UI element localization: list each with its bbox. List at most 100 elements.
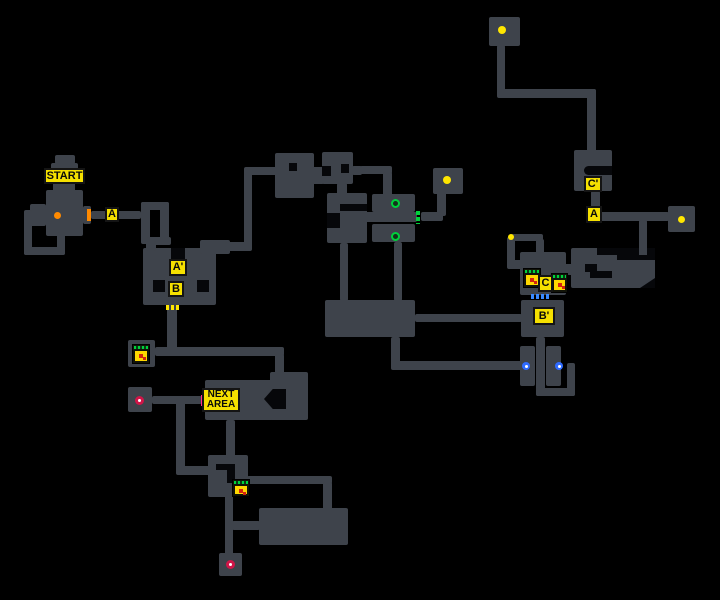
corridor-b-down bbox=[167, 305, 177, 353]
label-start: START bbox=[44, 168, 85, 184]
corridor-topmid-h bbox=[360, 166, 392, 174]
item-core bbox=[135, 351, 147, 361]
item-mark bbox=[562, 286, 565, 289]
corridor-bend-right bbox=[160, 202, 169, 244]
bigright-chamfer bbox=[640, 278, 655, 288]
corridor-bend-left bbox=[141, 202, 150, 244]
corridor-mid-right bbox=[415, 314, 522, 322]
corridor-slotted-down bbox=[340, 243, 348, 301]
dot-yellow-c-corridor bbox=[508, 234, 514, 240]
tall-room-right bbox=[546, 346, 561, 386]
label-door-a-east: A bbox=[586, 206, 602, 223]
corridor-cprime-down bbox=[591, 191, 600, 213]
item-pickup-c-right bbox=[551, 273, 568, 293]
corridor-north-v1 bbox=[497, 45, 505, 97]
corridor-green-down bbox=[394, 242, 402, 301]
item-top-bar bbox=[525, 270, 539, 273]
door-green-mid bbox=[416, 211, 420, 224]
item-pickup-south bbox=[232, 479, 250, 497]
south-notch-v bbox=[227, 464, 235, 483]
cprime-slot bbox=[584, 166, 612, 175]
item-top-bar bbox=[134, 346, 148, 349]
dot-crimson-south bbox=[225, 559, 235, 569]
topmid-right-notch bbox=[322, 166, 331, 176]
corridor-ab-right bbox=[225, 242, 252, 251]
label-door-c-prime: C' bbox=[584, 176, 602, 192]
corridor-cdot-h bbox=[511, 234, 543, 241]
corridor-mid-vertical bbox=[244, 168, 252, 250]
label-door-a-prime: A' bbox=[169, 259, 187, 276]
item-top-bar bbox=[553, 275, 566, 278]
corridor-north-v2 bbox=[587, 89, 596, 153]
start-upper bbox=[51, 163, 78, 171]
bigright-slot bbox=[617, 255, 655, 260]
start-arm-left bbox=[30, 204, 46, 226]
dot-crimson-west bbox=[134, 395, 144, 405]
label-door-b: B bbox=[168, 281, 184, 297]
label-door-b-prime: B' bbox=[533, 307, 555, 325]
item-pickup-west bbox=[132, 344, 150, 364]
item-core bbox=[235, 486, 247, 495]
dot-yellow-mid bbox=[443, 176, 451, 184]
corridor-green-door bbox=[421, 212, 443, 221]
corridor-a-east bbox=[600, 212, 669, 221]
dot-crimson-west-center bbox=[137, 398, 141, 402]
corridor-nextarea-down bbox=[226, 420, 235, 458]
label-next-area: NEXT AREA bbox=[202, 388, 240, 412]
corridor-south-right bbox=[247, 476, 332, 484]
item-core bbox=[526, 275, 538, 285]
corridor-south-conn bbox=[232, 521, 260, 530]
dot-yellow-east bbox=[677, 215, 685, 223]
item-mark bbox=[558, 283, 562, 287]
topmid-connector bbox=[312, 167, 324, 184]
start-top-stub bbox=[55, 155, 75, 164]
dot-yellow-north bbox=[498, 26, 506, 34]
corridor-cdot-h2 bbox=[507, 260, 524, 269]
topmid-left-room bbox=[275, 153, 314, 198]
start-loop-left bbox=[24, 210, 32, 255]
topmid-right-square bbox=[341, 164, 349, 173]
corridor-south-right-v bbox=[323, 482, 332, 510]
dot-blue-right-center bbox=[557, 364, 561, 368]
item-mark bbox=[139, 354, 143, 358]
dot-crimson-south-center bbox=[228, 562, 232, 566]
item-mark bbox=[530, 278, 534, 282]
item-top-bar bbox=[234, 481, 248, 484]
item-pickup-c-left bbox=[523, 268, 541, 288]
dot-blue-left bbox=[522, 362, 530, 370]
corridor-mid-top bbox=[244, 167, 278, 175]
ab-square-left bbox=[153, 280, 165, 292]
band-corridor bbox=[363, 212, 417, 222]
bigright-zig1 bbox=[585, 264, 597, 272]
ab-extension bbox=[200, 240, 230, 254]
label-door-c: C bbox=[538, 275, 553, 292]
south-notch-h bbox=[216, 464, 234, 470]
corridor-yellowmid bbox=[437, 192, 446, 216]
corridor-bprime-shaft bbox=[536, 337, 545, 396]
corridor-west-h bbox=[155, 347, 284, 356]
ab-top-stub bbox=[146, 241, 156, 251]
corridor-nextarea-v bbox=[275, 354, 284, 376]
corridor-shaft-west bbox=[176, 398, 185, 470]
corridor-east-down bbox=[639, 220, 647, 250]
dot-green-lower bbox=[390, 231, 400, 241]
dot-green-upper bbox=[390, 198, 400, 208]
item-mark bbox=[143, 357, 146, 360]
big-mid-room bbox=[325, 300, 415, 337]
ab-square-right bbox=[197, 280, 209, 292]
nextarea-wedge bbox=[264, 389, 286, 409]
corridor-loop-bottom bbox=[536, 388, 575, 396]
start-loop-right bbox=[57, 232, 65, 255]
door-yellow-dotted-b bbox=[166, 305, 181, 310]
bigright-step-a bbox=[597, 248, 639, 255]
start-body bbox=[46, 190, 83, 236]
label-door-a-west: A bbox=[105, 207, 119, 222]
bigright-step-b bbox=[647, 248, 655, 255]
dot-orange-start bbox=[53, 211, 61, 219]
corridor-south-shaft bbox=[225, 495, 233, 555]
start-loop-bottom bbox=[24, 247, 65, 255]
corridor-c-top bbox=[536, 239, 544, 254]
slotted-slot-right bbox=[340, 204, 367, 211]
bigright-zig2 bbox=[590, 271, 612, 278]
